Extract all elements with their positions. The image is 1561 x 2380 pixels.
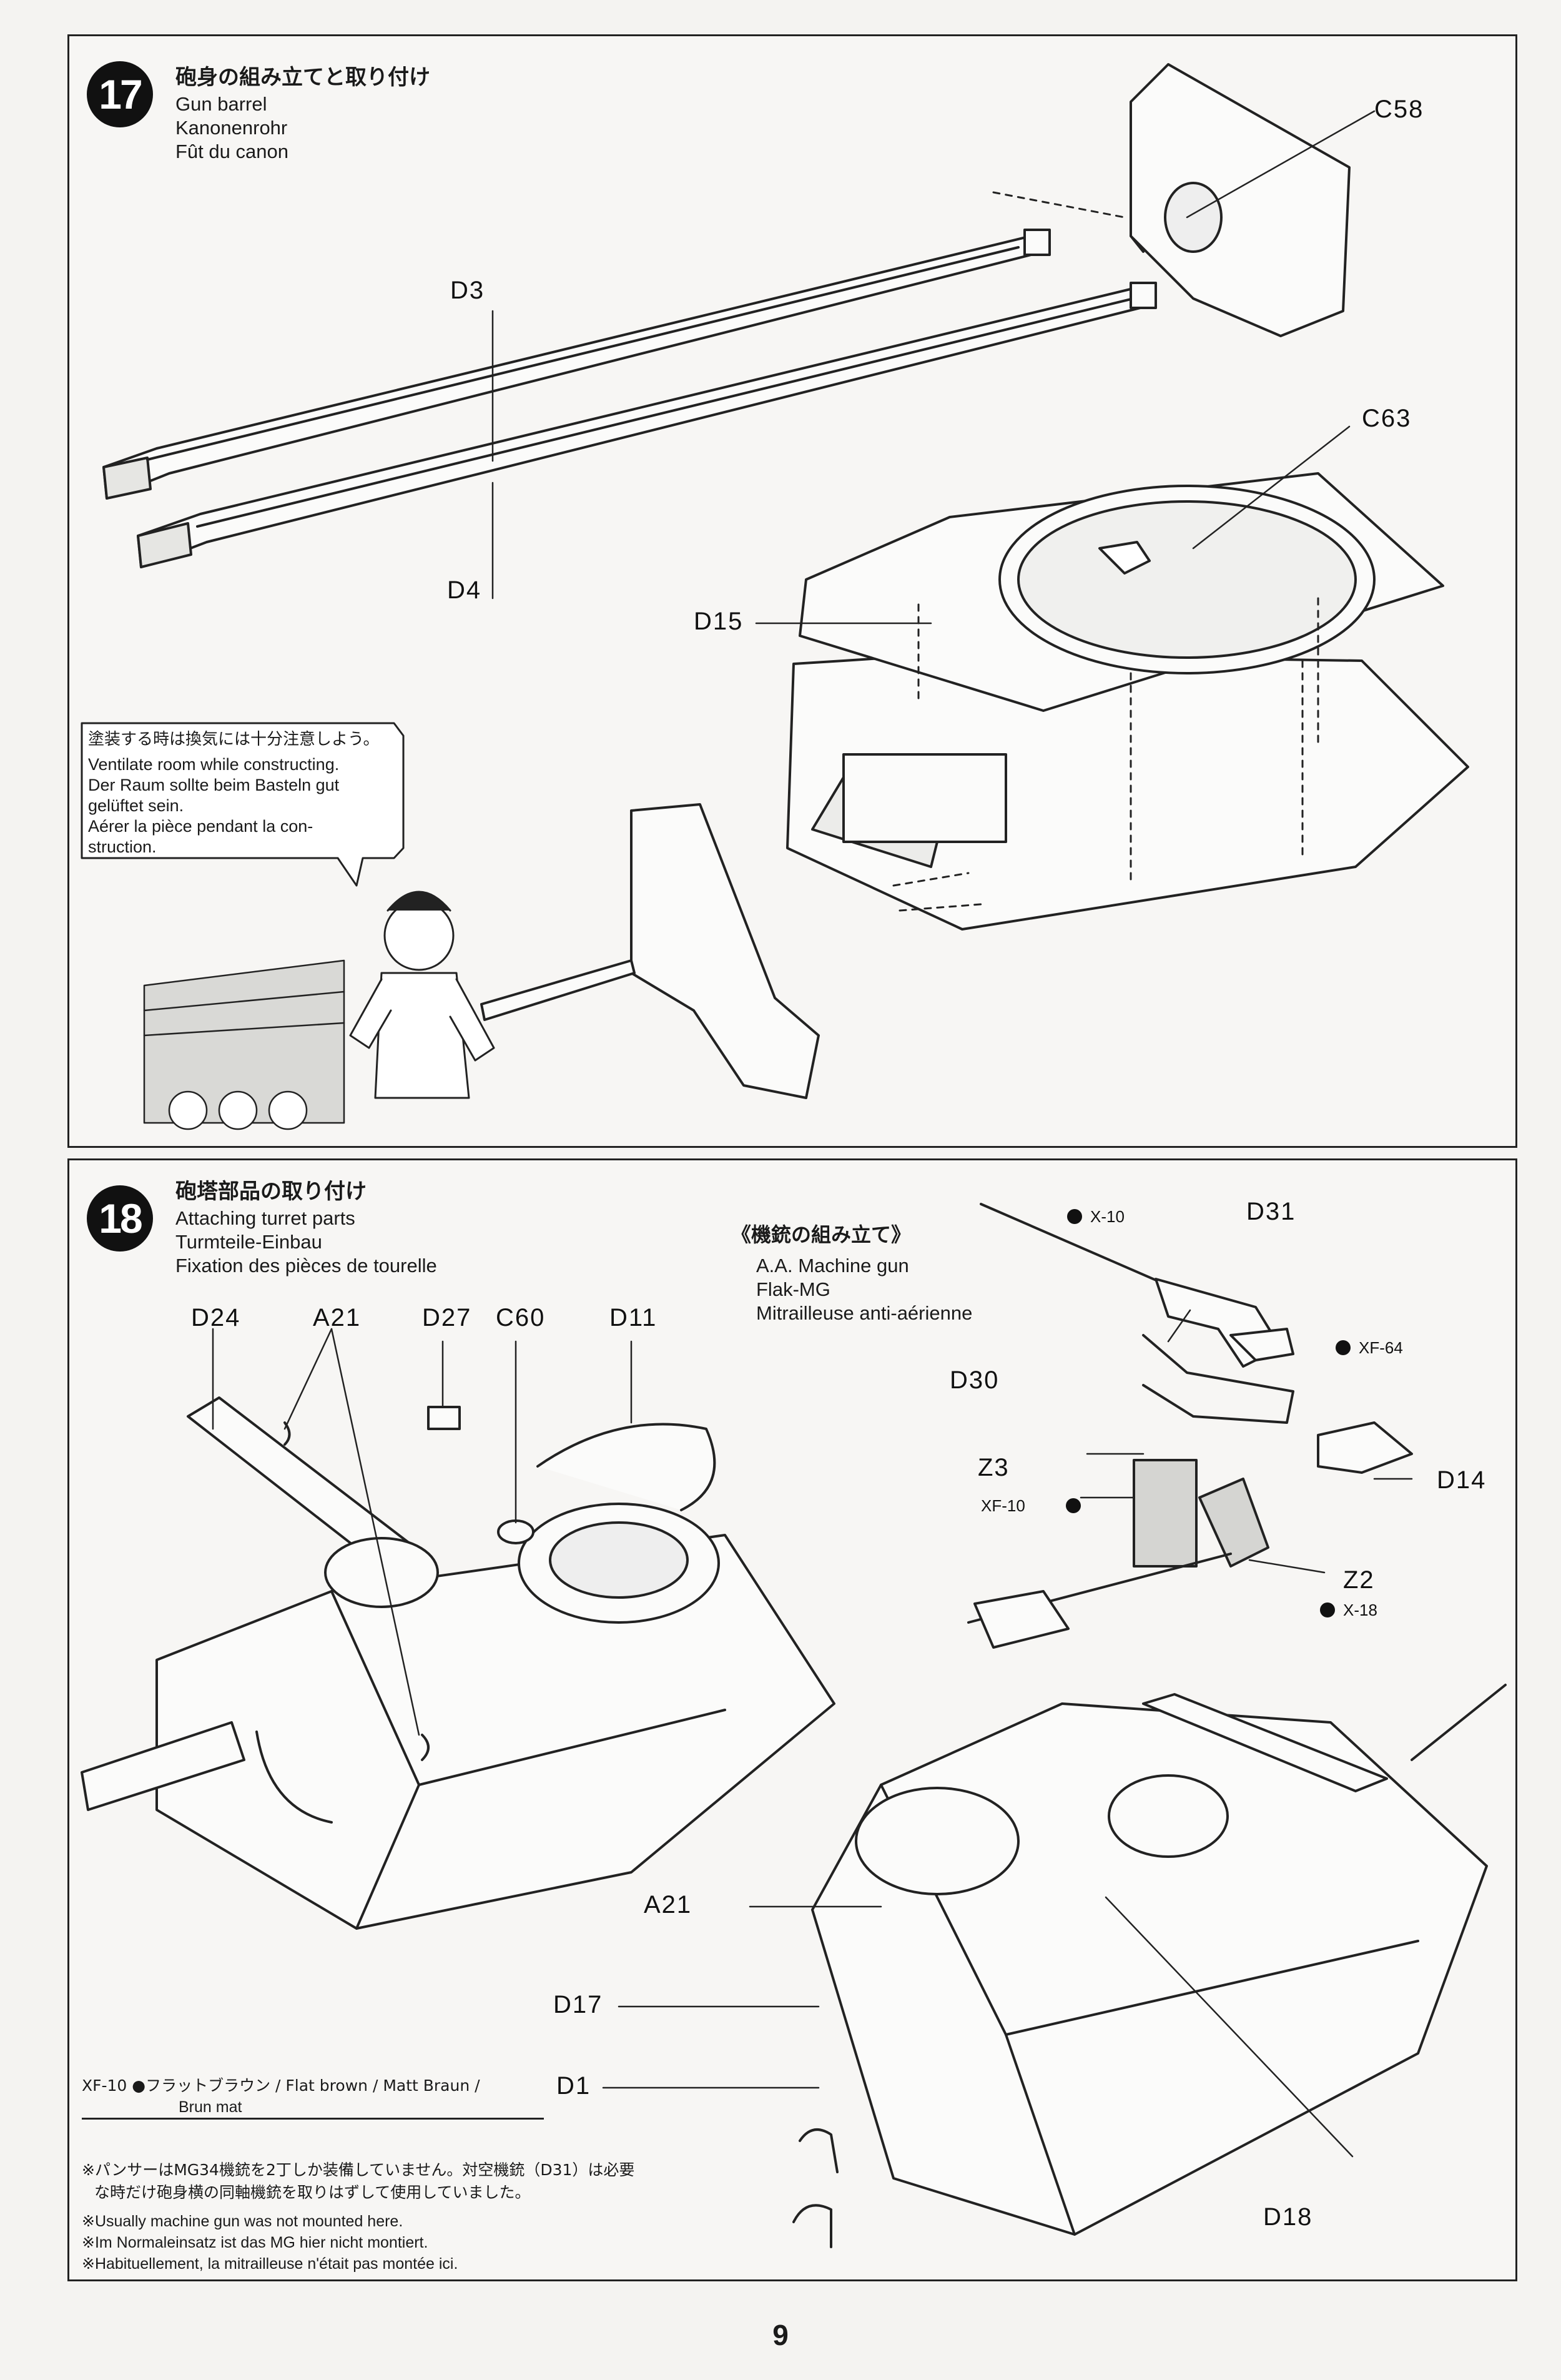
step-18-title-en: Attaching turret parts	[175, 1207, 355, 1229]
ammo-z2	[1198, 1478, 1269, 1568]
step-18-drawing	[81, 1203, 1507, 2248]
part-label-d18: D18	[1263, 2203, 1313, 2231]
part-label-d31: D31	[1246, 1198, 1296, 1225]
step-17-panel: 17 砲身の組み立てと取り付け Gun barrel Kanonenrohr F…	[67, 34, 1517, 1148]
part-label-d27: D27	[422, 1304, 472, 1331]
gun-barrel-d4	[137, 282, 1157, 568]
machine-gun-mounted	[967, 1553, 1232, 1649]
color-key-line2: Brun mat	[179, 2098, 242, 2116]
bubble-text-jp: 塗装する時は換気には十分注意しよう。	[88, 730, 380, 749]
part-label-c63: C63	[1362, 405, 1412, 432]
step-17-title-en: Gun barrel	[175, 93, 267, 115]
mg-title-jp: 《機銃の組み立て》	[731, 1223, 912, 1247]
step-17-title-de: Kanonenrohr	[175, 117, 288, 139]
mg-title-de: Flak-MG	[756, 1278, 830, 1300]
ammo-box-z3	[1133, 1459, 1198, 1568]
bubble-text-de2: gelüftet sein.	[88, 796, 184, 815]
color-key-line1: XF-10 ●フラットブラウン / Flat brown / Matt Brau…	[82, 2076, 480, 2095]
gun-mantlet-lower	[630, 803, 820, 1099]
part-label-d14: D14	[1437, 1466, 1487, 1494]
step-18-title-fr: Fixation des pièces de tourelle	[175, 1255, 437, 1276]
step-17-title-jp: 砲身の組み立てと取り付け	[175, 65, 430, 90]
note-fr: ※Habituellement, la mitrailleuse n'était…	[82, 2255, 458, 2273]
bubble-text-de1: Der Raum sollte beim Basteln gut	[88, 776, 340, 794]
modeler-figure	[349, 891, 495, 1099]
note-jp2: な時だけ砲身横の同軸機銃を取りはずして使用していました。	[94, 2183, 531, 2201]
paint-x10-top: X-10	[1090, 1207, 1125, 1226]
part-d27	[427, 1406, 461, 1430]
note-en: ※Usually machine gun was not mounted her…	[82, 2213, 403, 2230]
paint-xf64: XF-64	[1359, 1338, 1403, 1357]
step-17-number: 17	[87, 61, 153, 127]
note-jp1: ※パンサーはMG34機銃を2丁しか装備していません。対空機銃（D31）は必要	[82, 2161, 635, 2179]
part-label-z2: Z2	[1343, 1566, 1375, 1594]
step-18-panel: 18 砲塔部品の取り付け Attaching turret parts Turm…	[67, 1158, 1517, 2281]
part-label-d17: D17	[553, 1991, 603, 2018]
bubble-text-fr1: Aérer la pièce pendant la con-	[88, 817, 313, 836]
mantlet-c58	[1130, 63, 1351, 337]
step-18-title-jp: 砲塔部品の取り付け	[175, 1179, 367, 1204]
part-label-d15: D15	[694, 608, 744, 635]
paint-xf10: XF-10	[981, 1496, 1025, 1515]
step-17-title-fr: Fût du canon	[175, 141, 288, 162]
part-label-c58: C58	[1374, 96, 1424, 123]
mount-d30	[1142, 1334, 1294, 1424]
note-de: ※Im Normaleinsatz ist das MG hier nicht …	[82, 2234, 428, 2251]
part-label-d24: D24	[191, 1304, 241, 1331]
bubble-text-en: Ventilate room while constructing.	[88, 755, 340, 774]
gun-barrel-d3	[102, 229, 1051, 500]
part-label-d30: D30	[950, 1366, 1000, 1394]
cupola-d11	[536, 1423, 716, 1511]
part-label-z3: Z3	[978, 1454, 1010, 1481]
part-label-d4: D4	[447, 576, 482, 604]
part-label-d1: D1	[556, 2072, 591, 2100]
machine-gun-d31	[980, 1203, 1294, 1368]
paint-x18: X-18	[1343, 1601, 1377, 1619]
part-label-d11: D11	[609, 1304, 657, 1331]
part-label-c60: C60	[496, 1304, 546, 1331]
background-tank-sketch	[143, 959, 345, 1130]
step-17-drawing	[81, 63, 1469, 1130]
turret-left	[155, 1534, 835, 1930]
bubble-text-fr2: struction.	[88, 837, 157, 856]
part-label-a21-right: A21	[644, 1891, 692, 1918]
part-c60	[497, 1519, 534, 1544]
color-key-box: XF-10 ●フラットブラウン / Flat brown / Matt Brau…	[82, 2075, 544, 2120]
part-label-d3: D3	[450, 277, 485, 304]
mg-title-en: A.A. Machine gun	[756, 1255, 909, 1276]
part-label-a21: A21	[313, 1304, 362, 1331]
step-18-title-de: Turmteile-Einbau	[175, 1231, 322, 1253]
speech-bubble	[81, 722, 405, 887]
part-d14	[1317, 1421, 1413, 1474]
mg-title-fr: Mitrailleuse anti-aérienne	[756, 1302, 973, 1324]
step-18-number: 18	[87, 1185, 153, 1252]
page-number: 9	[772, 2319, 789, 2351]
